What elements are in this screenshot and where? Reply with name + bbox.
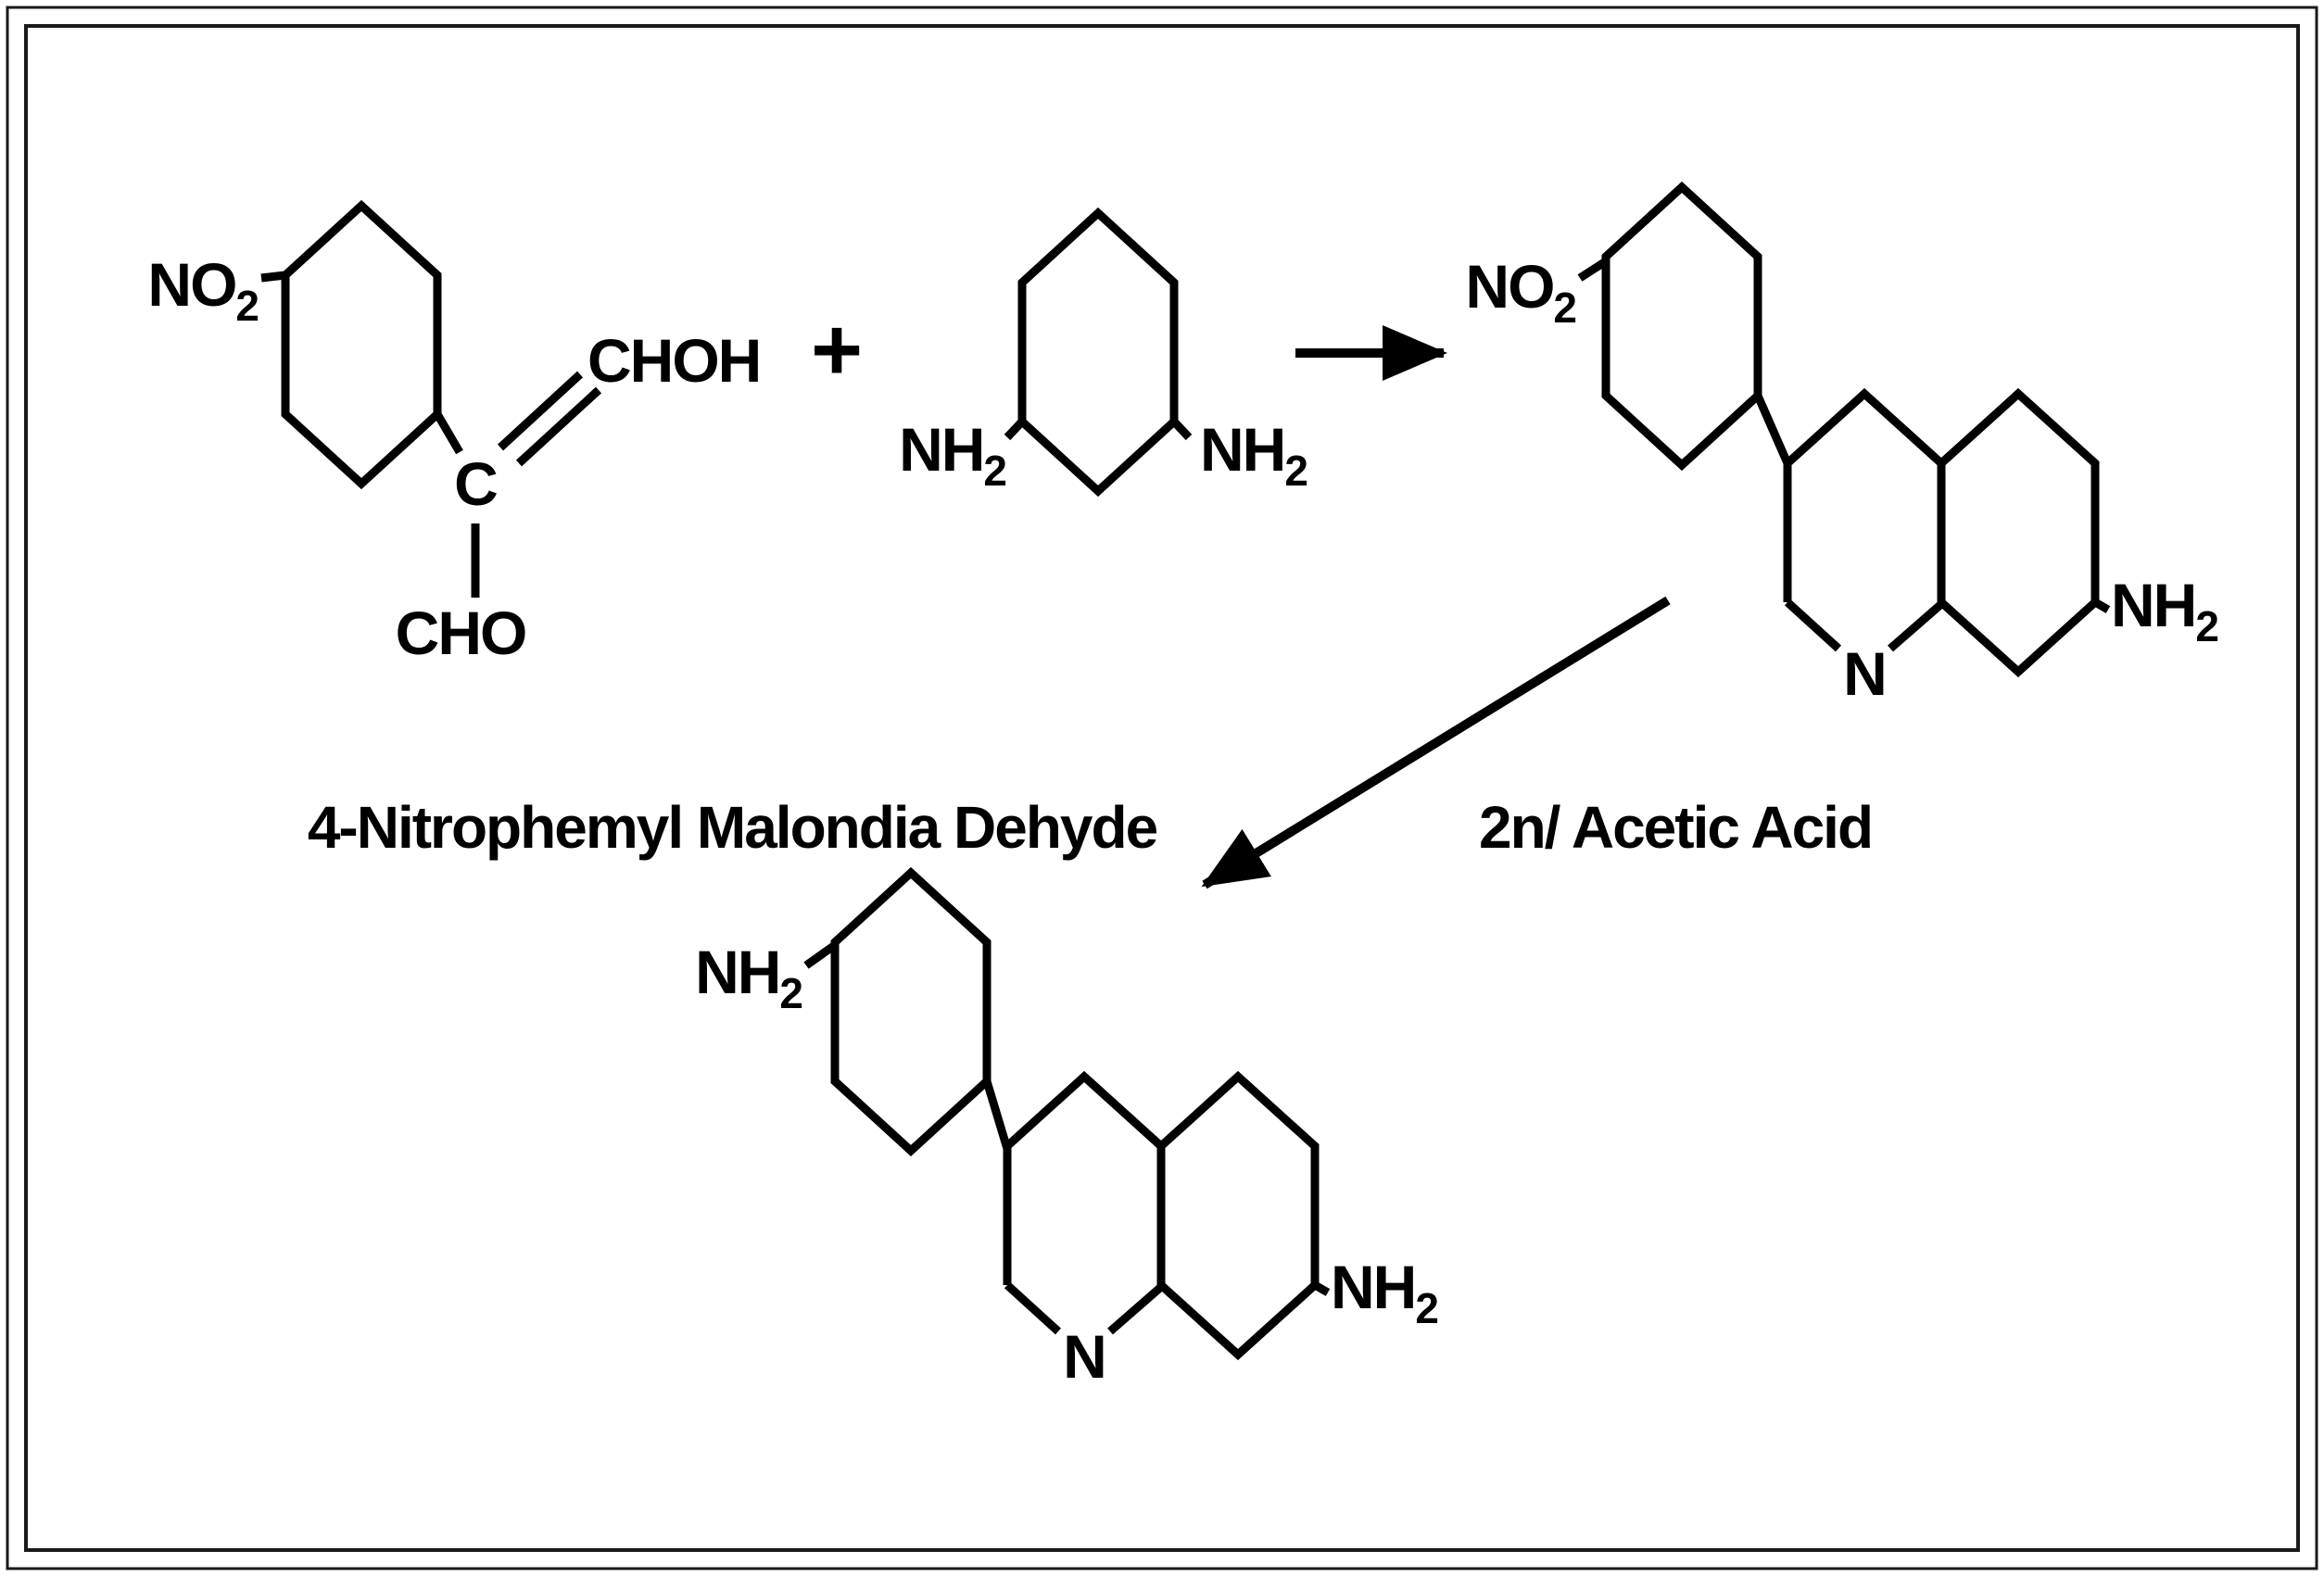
n-bond-left [1004, 1281, 1062, 1335]
product-amino-quinoline: NH2 N NH2 [695, 866, 1439, 1391]
aminophenyl-ring [830, 866, 991, 1157]
fused-ring-left [1783, 387, 1946, 602]
n-label: N [1063, 1322, 1105, 1391]
nh2-right-label: NH2 [1200, 415, 1307, 495]
no2-label: NO2 [1465, 252, 1575, 332]
reagent-label: 2n/ Acetic Acid [1479, 794, 1872, 861]
fused-ring-right [1156, 1070, 1320, 1361]
no2-label: NO2 [147, 250, 258, 330]
nh2-top-label: NH2 [695, 938, 802, 1017]
nh2-right-bond [1170, 418, 1193, 441]
nh2-top-bond [803, 941, 838, 969]
double-bond-line-1 [497, 371, 584, 451]
nh2-left-label: NH2 [899, 415, 1005, 495]
ring-connector-bond [982, 1079, 1012, 1151]
inner-border [24, 24, 2300, 1552]
reactant-name-label: 4-Nitrophemyl Malondia Dehyde [308, 794, 1157, 861]
nh2-bond [2092, 599, 2111, 613]
cho-label: CHO [396, 599, 526, 667]
nh2-label: NH2 [2111, 571, 2217, 650]
benzene-ring [1017, 207, 1179, 498]
reactant-diaminobenzene: NH2 NH2 [899, 207, 1308, 498]
c-label: C [454, 449, 497, 518]
benzene-ring [281, 199, 442, 490]
reagent-arrow [1201, 596, 1671, 889]
fused-ring-right [1937, 387, 2100, 678]
double-bond-line-2 [515, 386, 602, 467]
product-nitro-quinoline: NO2 N NH2 [1465, 181, 2219, 708]
ring-connector-bond [1753, 394, 1792, 465]
fused-ring-left [1003, 1070, 1166, 1285]
n-bond-right [1888, 600, 1944, 652]
ring-c-bond [434, 411, 463, 455]
n-bond-right [1107, 1283, 1164, 1335]
no2-bond [1577, 258, 1609, 282]
n-label: N [1843, 639, 1886, 708]
n-bond-left [1784, 599, 1842, 652]
choh-label: CHOH [587, 326, 760, 395]
no2-bond [260, 271, 286, 283]
nh2-left-bond [1004, 418, 1026, 441]
outer-border [6, 6, 2318, 1570]
plus-sign: + [811, 300, 863, 399]
nh2-right-label: NH2 [1331, 1253, 1437, 1332]
reactant-nitrophenyl-malondialdehyde: NO2 C CHOH CHO [147, 199, 762, 667]
nitrophenyl-ring [1601, 181, 1762, 472]
nh2-right-bond [1312, 1281, 1331, 1296]
